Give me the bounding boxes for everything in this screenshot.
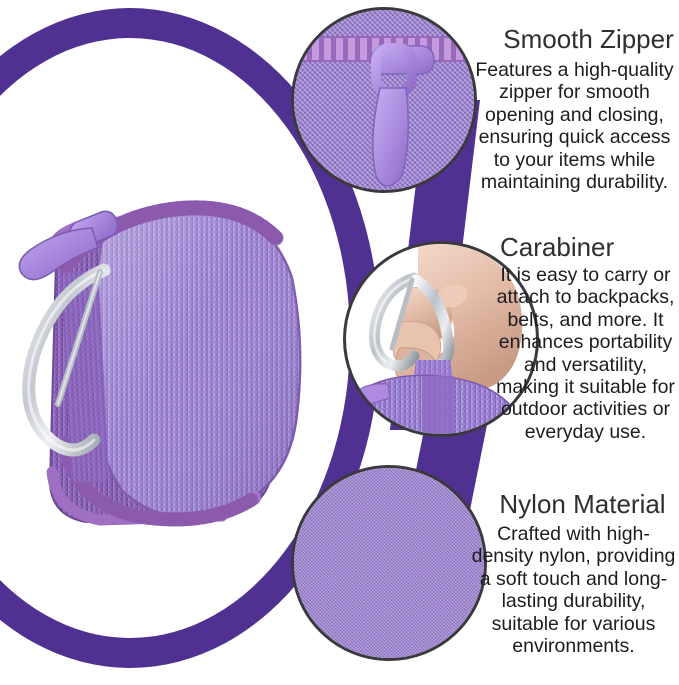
feature-body-carabiner: It is easy to carry or attach to backpac… [496, 264, 675, 443]
feature-photo-smooth-zipper [291, 7, 477, 193]
feature-body-smooth-zipper: Features a high-quality zipper for smoot… [475, 59, 674, 194]
feature-title-nylon-material: Nylon Material [499, 489, 666, 519]
feature-text-nylon-material: Nylon Material Crafted with high-density… [468, 489, 679, 657]
feature-title-carabiner: Carabiner [500, 232, 615, 262]
carabiner-clip [22, 263, 111, 457]
feature-photo-carabiner [343, 241, 539, 437]
feature-body-nylon-material: Crafted with high-density nylon, providi… [471, 523, 676, 658]
zipper-pull-tab [18, 227, 99, 281]
product-photo-main [8, 172, 328, 532]
feature-title-smooth-zipper: Smooth Zipper [503, 24, 674, 54]
feature-photo-nylon-material [291, 465, 487, 661]
feature-text-smooth-zipper: Smooth Zipper Features a high-quality zi… [470, 24, 679, 193]
nylon-weave-texture-closeup [294, 468, 484, 658]
feature-text-carabiner: Carabiner It is easy to carry or attach … [492, 232, 679, 443]
